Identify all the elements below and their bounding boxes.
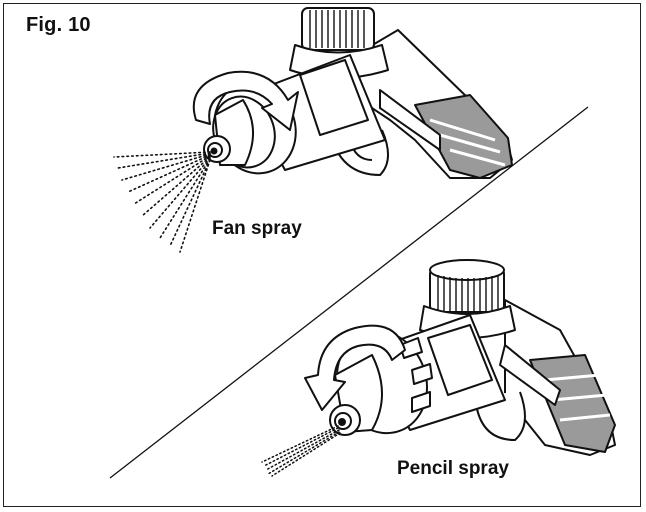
rotate-arrow-icon xyxy=(304,324,406,411)
pencil-spray-nozzle-icon xyxy=(329,259,616,456)
fan-spray-caption: Fan spray xyxy=(212,218,302,239)
figure-frame xyxy=(3,3,641,507)
figure-label: Fig. 10 xyxy=(26,14,91,36)
pencil-spray-stream xyxy=(261,425,341,477)
fan-spray-nozzle-icon xyxy=(203,7,513,179)
rotate-arrow-icon xyxy=(192,70,299,131)
pencil-spray-caption: Pencil spray xyxy=(397,458,509,479)
divider-line xyxy=(109,106,589,479)
fan-spray-mist xyxy=(113,151,211,253)
